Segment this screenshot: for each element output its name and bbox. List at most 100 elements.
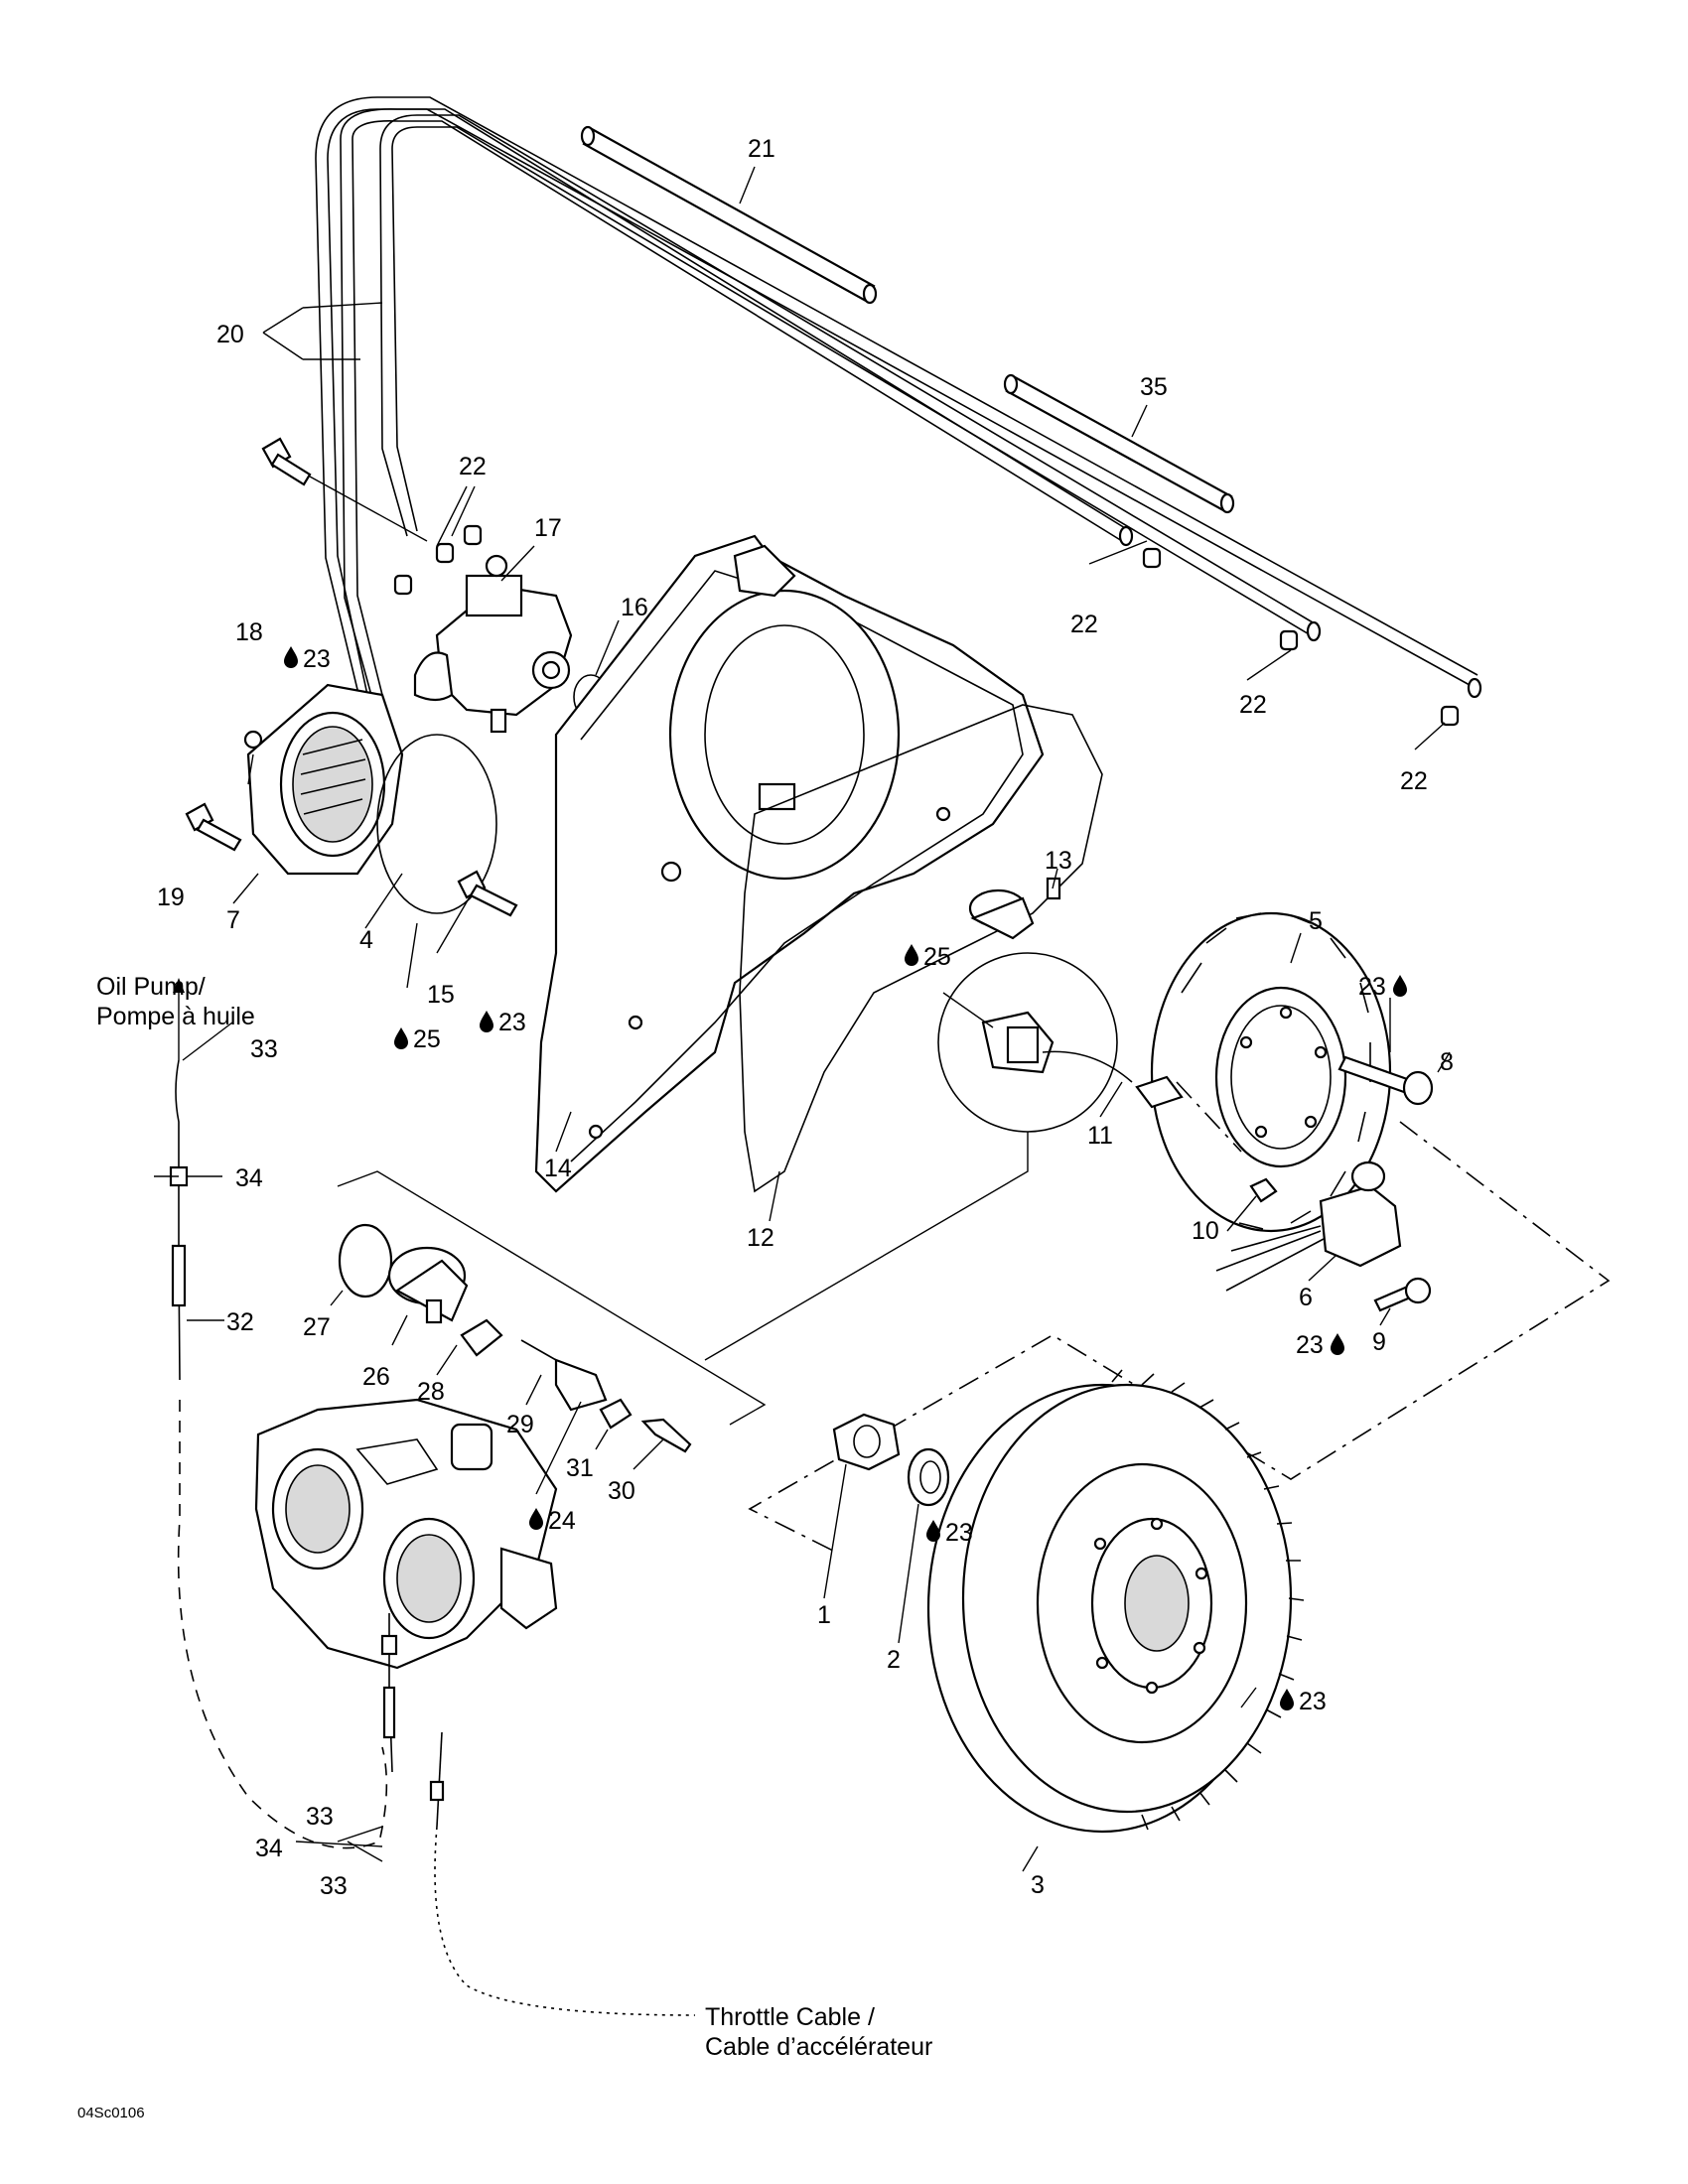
- callout-27: 27: [303, 1313, 331, 1341]
- bushing-26: [387, 1246, 469, 1324]
- torque-ref-9: 23: [1296, 1331, 1344, 1359]
- svg-text:25: 25: [923, 943, 951, 971]
- torque-ref-13: 25: [905, 943, 951, 971]
- callout-28: 28: [417, 1378, 445, 1406]
- seal-27: [338, 1223, 393, 1298]
- svg-text:Cable d’accélérateur: Cable d’accélérateur: [705, 2033, 932, 2061]
- callout-15: 15: [427, 981, 455, 1009]
- throttle-body: [254, 1398, 558, 1670]
- magneto-housing-14: [534, 534, 1045, 1193]
- stator-5: [1135, 911, 1392, 1233]
- oil-drop-icon: [1280, 1689, 1294, 1710]
- screw-8: [1337, 1055, 1434, 1106]
- callout-17: 17: [534, 514, 562, 542]
- callout-1: 1: [817, 1601, 831, 1629]
- callout-34a: 34: [235, 1164, 263, 1192]
- callout-20: 20: [216, 321, 244, 348]
- screw-18: [261, 437, 312, 486]
- callout-33c: 33: [320, 1872, 348, 1900]
- terminal-30: [640, 1418, 692, 1453]
- callout-3: 3: [1031, 1871, 1045, 1899]
- oil-lines-20: [315, 96, 1482, 700]
- callout-22d: 22: [1400, 767, 1428, 795]
- callout-5: 5: [1309, 907, 1323, 935]
- callout-2: 2: [887, 1646, 901, 1674]
- torque-ref-15: 23: [480, 1009, 526, 1036]
- svg-text:25: 25: [413, 1025, 441, 1053]
- figure-code: 04Sc0106: [77, 2105, 145, 2121]
- o-ring-4: [376, 734, 497, 914]
- callout-9: 9: [1372, 1328, 1386, 1356]
- bushing-13: [968, 877, 1061, 940]
- screw-9: [1373, 1277, 1432, 1312]
- oil-pump-note: Oil Pump/ Pompe à huile: [96, 973, 255, 1030]
- screw-10: [1249, 1177, 1278, 1203]
- callout-22c: 22: [1239, 691, 1267, 719]
- clamps-22: [393, 524, 1460, 727]
- oil-drop-icon: [394, 1027, 408, 1049]
- oil-drop-icon: [480, 1011, 493, 1032]
- torque-ref-4: 25: [394, 1025, 441, 1053]
- hose-35: [1003, 373, 1235, 514]
- flywheel-3: [926, 1369, 1305, 1834]
- callout-16: 16: [621, 594, 648, 621]
- grommet-28: [460, 1318, 503, 1357]
- callout-18: 18: [235, 618, 263, 646]
- svg-text:Pompe à huile: Pompe à huile: [96, 1003, 255, 1030]
- callout-21: 21: [748, 135, 775, 163]
- callout-30: 30: [608, 1477, 635, 1505]
- callout-4: 4: [359, 926, 373, 954]
- callout-32: 32: [226, 1308, 254, 1336]
- oil-pump-17: [413, 554, 573, 734]
- screw-19: [185, 802, 242, 852]
- callout-14: 14: [544, 1155, 572, 1182]
- gasket-12: [739, 704, 1103, 1193]
- svg-text:23: 23: [498, 1009, 526, 1036]
- oil-drop-icon: [1331, 1333, 1344, 1355]
- oil-drop-icon: [926, 1520, 940, 1542]
- oil-drop-icon: [1393, 975, 1407, 997]
- callout-10: 10: [1192, 1217, 1219, 1245]
- torque-refs: 23 23 25 25 23 23 24 23: [284, 645, 1407, 1715]
- nut-1: [832, 1413, 901, 1471]
- callout-35: 35: [1140, 373, 1168, 401]
- callout-11: 11: [1087, 1122, 1113, 1150]
- torque-ref-18: 23: [284, 645, 331, 673]
- svg-text:23: 23: [303, 645, 331, 673]
- svg-text:Oil Pump/: Oil Pump/: [96, 973, 206, 1001]
- svg-text:24: 24: [548, 1507, 576, 1535]
- washer-2: [907, 1447, 950, 1507]
- oil-drop-icon: [284, 646, 298, 668]
- torque-ref-8: 23: [1358, 973, 1407, 1001]
- callout-labels: 1 2 3 4 5 6 7 8 9 10 11 12 13 14 15 16 1…: [157, 135, 1454, 1900]
- screw-15: [457, 870, 518, 917]
- oil-pump-cable: [169, 978, 388, 1849]
- torque-ref-29: 24: [529, 1507, 576, 1535]
- callout-33a: 33: [250, 1035, 278, 1063]
- callout-33b: 33: [306, 1803, 334, 1831]
- svg-text:23: 23: [1299, 1688, 1327, 1715]
- callout-22b: 22: [1070, 611, 1098, 638]
- svg-text:Throttle Cable /: Throttle Cable /: [705, 2003, 875, 2031]
- connector-29: [520, 1339, 608, 1412]
- callout-26: 26: [362, 1363, 390, 1391]
- torque-ref-3: 23: [1280, 1688, 1327, 1715]
- svg-text:23: 23: [1358, 973, 1386, 1001]
- callout-6: 6: [1299, 1284, 1313, 1311]
- torque-ref-1: 23: [926, 1519, 973, 1547]
- leader-lines: [154, 166, 1451, 1872]
- throttle-cable: [380, 1613, 696, 2016]
- callout-12: 12: [747, 1224, 774, 1252]
- connector-detail-11: [937, 952, 1133, 1133]
- svg-text:23: 23: [945, 1519, 973, 1547]
- washer-2-inner: [919, 1460, 941, 1494]
- callout-19: 19: [157, 884, 185, 911]
- hose-21: [580, 125, 878, 305]
- svg-text:23: 23: [1296, 1331, 1324, 1359]
- callout-29: 29: [506, 1411, 534, 1438]
- housing-31: [599, 1398, 633, 1430]
- throttle-cable-note: Throttle Cable / Cable d’accélérateur: [705, 2003, 932, 2061]
- callout-7: 7: [226, 906, 240, 934]
- oil-drop-icon: [905, 944, 918, 966]
